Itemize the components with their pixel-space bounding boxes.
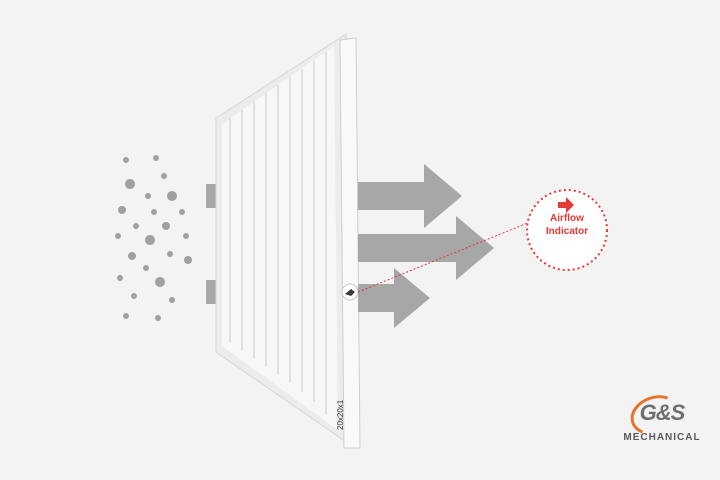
arrow-right-icon bbox=[558, 197, 574, 213]
air-filter bbox=[215, 33, 361, 449]
brand-logo: G&S MECHANICAL bbox=[612, 388, 712, 452]
callout-circle bbox=[526, 189, 608, 271]
callout-line-2: Indicator bbox=[545, 226, 589, 237]
outgoing-arrows bbox=[358, 164, 494, 328]
callout-line-1: Airflow bbox=[550, 213, 584, 224]
filter-size-label: 20x20x1 bbox=[336, 399, 345, 430]
logo-mark: G&S bbox=[639, 400, 686, 425]
callout-connector bbox=[357, 221, 531, 293]
airflow-indicator-label: Airflow Indicator bbox=[532, 212, 602, 238]
logo-name: MECHANICAL bbox=[623, 432, 701, 443]
dust-particles bbox=[115, 155, 192, 321]
